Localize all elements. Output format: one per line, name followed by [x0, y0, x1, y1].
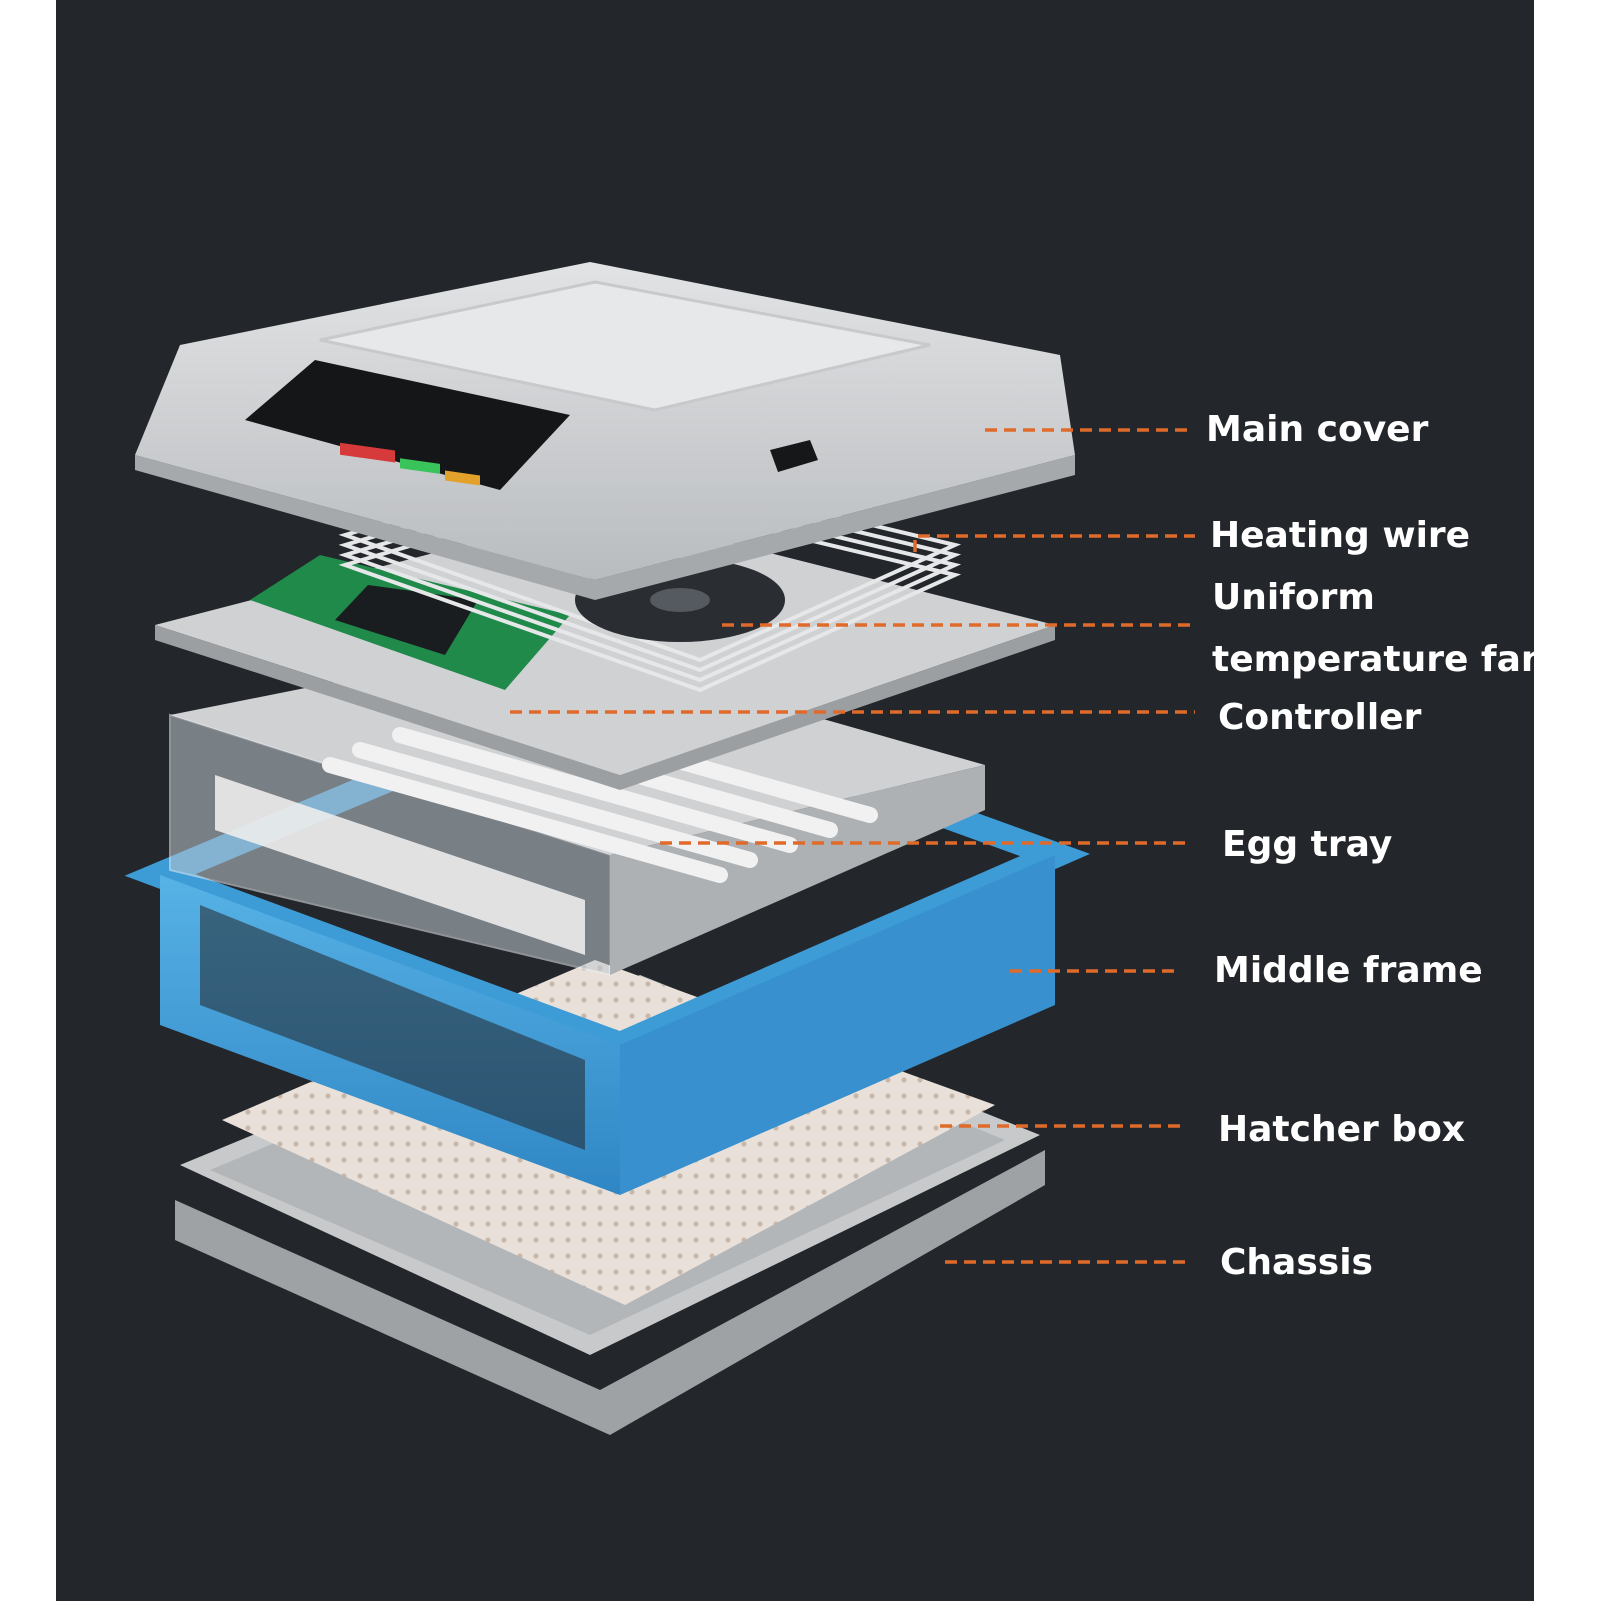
leader-heating-wire [913, 534, 1195, 552]
leader-lines [510, 428, 1195, 1264]
power-socket-icon [770, 440, 818, 472]
middle-frame-part [124, 676, 1091, 1195]
main-cover-part [135, 262, 1075, 600]
label-middle-frame: Middle frame [1214, 950, 1483, 991]
controller-board-part [250, 555, 570, 690]
controller-display [340, 442, 480, 486]
label-fan-line1: Uniform [1212, 577, 1375, 618]
label-egg-tray: Egg tray [1222, 824, 1393, 865]
label-hatcher-box: Hatcher box [1218, 1109, 1466, 1150]
label-fan-line2: temperature fan [1212, 639, 1547, 680]
label-controller: Controller [1218, 697, 1422, 738]
label-heating-wire: Heating wire [1210, 515, 1471, 556]
label-chassis: Chassis [1220, 1242, 1373, 1283]
label-main-cover: Main cover [1206, 409, 1429, 450]
